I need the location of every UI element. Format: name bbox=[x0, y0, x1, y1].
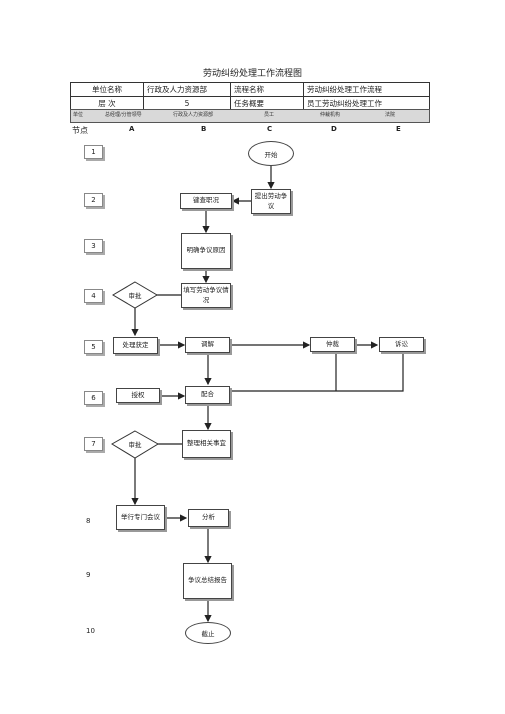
step-5: 5 bbox=[84, 340, 103, 354]
organize-box: 整理相关事宜 bbox=[182, 430, 231, 458]
step-1: 1 bbox=[84, 145, 103, 159]
authorize-box: 授权 bbox=[116, 388, 160, 403]
step-8: 8 bbox=[86, 517, 91, 525]
role-gm: 总经理/分管领导 bbox=[105, 112, 142, 118]
end-node: 截止 bbox=[185, 622, 231, 644]
approve-diamond-2 bbox=[111, 430, 159, 459]
clarify-cause-box: 明确争议原因 bbox=[181, 233, 231, 269]
cooperate-box: 配合 bbox=[185, 386, 230, 404]
investigate-box: 键查职况 bbox=[180, 193, 232, 209]
step-3: 3 bbox=[84, 239, 103, 253]
approve-label-2: 审批 bbox=[128, 441, 142, 449]
column-d-header: D bbox=[331, 125, 337, 133]
step-6: 6 bbox=[84, 391, 103, 405]
fill-dispute-box: 填写劳动争议情况 bbox=[181, 283, 231, 308]
role-unit: 单位 bbox=[73, 112, 84, 118]
step-4: 4 bbox=[84, 289, 103, 303]
step-2: 2 bbox=[84, 193, 103, 207]
meeting-box: 举行专门会议 bbox=[116, 505, 165, 530]
summary-box: 争议总结报告 bbox=[183, 563, 232, 599]
step-7: 7 bbox=[84, 437, 103, 451]
role-header-bar: 单位 总经理/分管领导 行政及人力资源部 员工 仲裁机构 法院 bbox=[70, 109, 430, 123]
analyze-box: 分析 bbox=[188, 509, 229, 527]
step-10: 10 bbox=[86, 627, 95, 635]
page-title: 劳动纠纷处理工作流程图 bbox=[202, 69, 302, 79]
approve-label-1: 审批 bbox=[128, 292, 142, 300]
role-arbitration: 仲裁机构 bbox=[320, 112, 341, 118]
step-9: 9 bbox=[86, 571, 91, 579]
arbitrate-box: 仲裁 bbox=[310, 337, 355, 352]
column-c-header: C bbox=[267, 125, 273, 133]
approve-diamond-1 bbox=[112, 281, 158, 309]
column-b-header: B bbox=[201, 125, 207, 133]
column-a-header: A bbox=[129, 125, 135, 133]
role-court: 法院 bbox=[385, 112, 396, 118]
column-e-header: E bbox=[396, 125, 401, 133]
line-litigate-down bbox=[231, 352, 404, 392]
handle-decision-box: 处理获定 bbox=[113, 337, 158, 354]
mediate-box: 调解 bbox=[185, 337, 230, 353]
role-employee: 员工 bbox=[264, 112, 275, 118]
start-node: 开始 bbox=[248, 141, 294, 166]
litigate-box: 诉讼 bbox=[379, 337, 424, 352]
node-column-header: 节点 bbox=[72, 126, 88, 135]
role-hr: 行政及人力资源部 bbox=[173, 112, 214, 118]
propose-dispute-box: 提出劳动争议 bbox=[251, 189, 291, 214]
